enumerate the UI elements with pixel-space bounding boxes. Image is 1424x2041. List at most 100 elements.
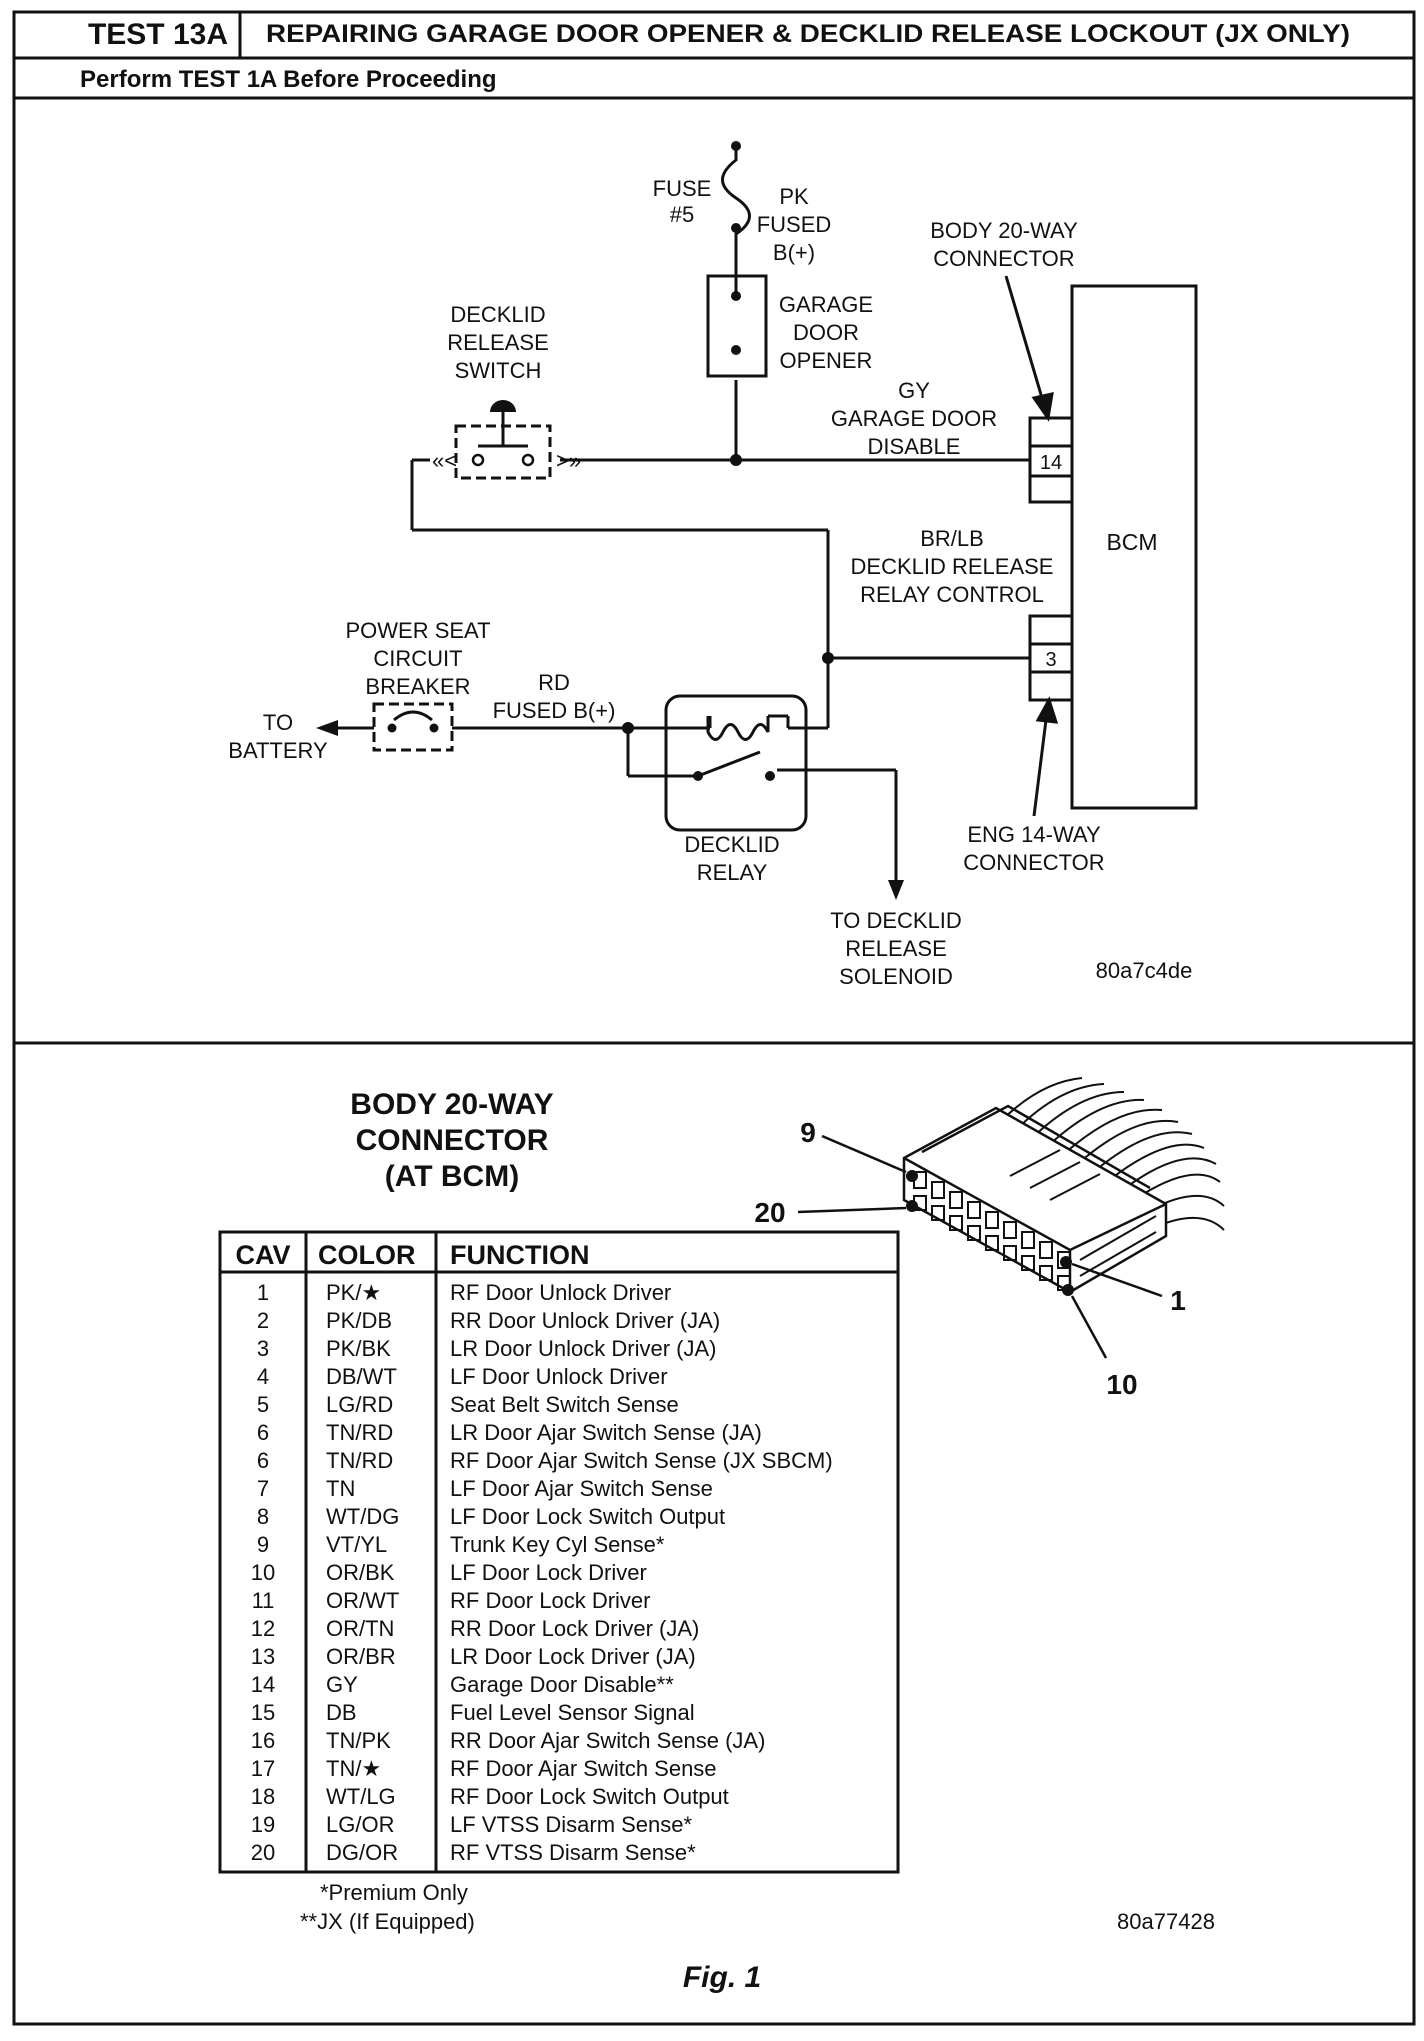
color-cell: TN — [326, 1476, 355, 1501]
fuse-number-label: #5 — [670, 202, 694, 227]
garage-door-opener-module — [706, 270, 768, 378]
cav-cell: 13 — [251, 1644, 275, 1669]
decklid-release-switch: «< >» — [432, 400, 581, 480]
color-cell: PK/★ — [326, 1280, 381, 1305]
pinout-table-frame — [218, 1230, 900, 1874]
relay-coil-wires — [708, 714, 790, 728]
function-cell: RF VTSS Disarm Sense* — [450, 1840, 696, 1865]
connector-title-line-2: CONNECTOR — [356, 1124, 549, 1157]
connector-pin-markers — [906, 1170, 1074, 1296]
cav-cell: 16 — [251, 1728, 275, 1753]
table-header-cav: CAV — [235, 1240, 290, 1270]
breaker-label-3: BREAKER — [365, 674, 470, 699]
function-cell: Fuel Level Sensor Signal — [450, 1700, 695, 1725]
cav-cell: 8 — [257, 1504, 269, 1529]
function-cell: LR Door Ajar Switch Sense (JA) — [450, 1420, 762, 1445]
to-battery-arrow — [316, 720, 338, 736]
color-cell: GY — [326, 1672, 358, 1697]
eng-connector-label-2: CONNECTOR — [963, 850, 1104, 875]
cav-cell: 17 — [251, 1756, 275, 1781]
bcm-module — [1070, 284, 1198, 810]
garage-opener-label-2: DOOR — [793, 320, 859, 345]
color-cell: OR/WT — [326, 1588, 399, 1613]
cav-cell: 4 — [257, 1364, 269, 1389]
test-id: TEST 13A — [88, 18, 228, 51]
connector-title-line-1: BODY 20-WAY — [350, 1088, 553, 1121]
breaker-label-2: CIRCUIT — [373, 646, 462, 671]
to-battery-label-1: TO — [263, 710, 293, 735]
connector-title-line-3: (AT BCM) — [385, 1160, 519, 1193]
schematic-wires — [338, 148, 1030, 896]
decklid-switch-label-1: DECKLID — [450, 302, 545, 327]
color-cell: WT/LG — [326, 1784, 396, 1809]
eng-connector-label-1: ENG 14-WAY — [967, 822, 1101, 847]
function-cell: RF Door Lock Driver — [450, 1588, 650, 1613]
to-battery-label-2: BATTERY — [228, 738, 328, 763]
pin-1-callout: 1 — [1170, 1285, 1186, 1316]
power-seat-circuit-breaker — [372, 702, 454, 752]
pk-wire-label: PK — [779, 184, 809, 209]
to-solenoid-label-1: TO DECKLID — [830, 908, 962, 933]
cav-cell: 10 — [251, 1560, 275, 1585]
color-cell: DB/WT — [326, 1364, 397, 1389]
cav-cell: 14 — [251, 1672, 275, 1697]
page-frame — [12, 10, 1416, 2026]
function-cell: LF Door Lock Switch Output — [450, 1504, 725, 1529]
table-row: 14 GY Garage Door Disable** — [251, 1672, 674, 1697]
function-cell: Seat Belt Switch Sense — [450, 1392, 679, 1417]
body-connector-label-1: BODY 20-WAY — [930, 218, 1078, 243]
color-cell: OR/BR — [326, 1644, 396, 1669]
cav-cell: 6 — [257, 1420, 269, 1445]
cav-cell: 5 — [257, 1392, 269, 1417]
svg-text:>»: >» — [556, 448, 581, 473]
color-cell: WT/DG — [326, 1504, 399, 1529]
cav-cell: 20 — [251, 1840, 275, 1865]
garage-opener-label-3: OPENER — [780, 348, 873, 373]
test-subtitle: Perform TEST 1A Before Proceeding — [80, 66, 497, 93]
function-cell: LR Door Unlock Driver (JA) — [450, 1336, 717, 1361]
gy-wire-label: GY — [898, 378, 930, 403]
to-solenoid-arrow — [888, 880, 904, 900]
color-cell: LG/OR — [326, 1812, 394, 1837]
cav-cell: 7 — [257, 1476, 269, 1501]
color-cell: TN/PK — [326, 1728, 391, 1753]
body-20-way-connector-illustration — [902, 1077, 1225, 1294]
function-cell: LF VTSS Disarm Sense* — [450, 1812, 693, 1837]
cav-cell: 15 — [251, 1700, 275, 1725]
to-solenoid-label-3: SOLENOID — [839, 964, 953, 989]
footnote-jx: **JX (If Equipped) — [300, 1909, 475, 1934]
rd-wire-label: RD — [538, 670, 570, 695]
brlb-wire-label: BR/LB — [920, 526, 984, 551]
decklid-relay — [664, 694, 808, 832]
pin-14-label: 14 — [1040, 452, 1062, 474]
cav-cell: 18 — [251, 1784, 275, 1809]
decklid-switch-label-3: SWITCH — [455, 358, 542, 383]
pin-20-callout: 20 — [754, 1197, 785, 1228]
function-cell: RF Door Lock Switch Output — [450, 1784, 729, 1809]
cav-cell: 12 — [251, 1616, 275, 1641]
eng-14-way-connector-block — [1028, 614, 1074, 702]
function-cell: Garage Door Disable** — [450, 1672, 674, 1697]
cav-cell: 3 — [257, 1336, 269, 1361]
color-cell: DG/OR — [326, 1840, 398, 1865]
table-header-color: COLOR — [318, 1240, 416, 1270]
garage-door-disable-label-1: GARAGE DOOR — [831, 406, 997, 431]
connector-figure-code: 80a77428 — [1117, 1909, 1215, 1934]
function-cell: LF Door Lock Driver — [450, 1560, 647, 1585]
table-row: 8 WT/DG LF Door Lock Switch Output — [257, 1504, 725, 1529]
cav-cell: 1 — [257, 1280, 269, 1305]
color-cell: VT/YL — [326, 1532, 387, 1557]
